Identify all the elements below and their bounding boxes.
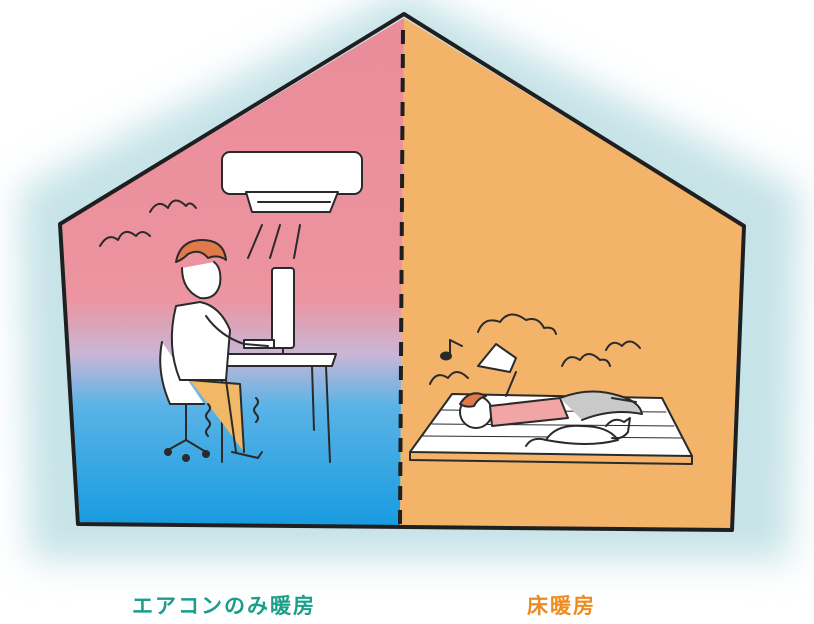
warm-air-wisp — [99, 230, 151, 247]
music-note-icon — [440, 339, 463, 361]
floor-heating-scene — [409, 313, 693, 465]
caption-aircon-only: エアコンのみ暖房 — [132, 594, 316, 618]
warm-air-wisp — [149, 199, 197, 213]
caption-floor-heating: 床暖房 — [527, 594, 596, 618]
person-at-computer — [170, 239, 269, 459]
person-lying-down — [459, 371, 643, 429]
air-conditioner-icon — [221, 151, 363, 259]
warm-air-wisp — [561, 353, 611, 367]
warm-air-wisp — [477, 313, 557, 335]
dashed-divider — [398, 29, 405, 525]
cat-icon — [525, 417, 631, 447]
warm-air-wisp — [429, 371, 469, 385]
warm-air-wisp — [605, 340, 641, 351]
aircon-scene — [99, 151, 363, 463]
tablet — [477, 343, 517, 373]
aircon-room — [62, 18, 404, 528]
house-outline — [58, 12, 746, 532]
